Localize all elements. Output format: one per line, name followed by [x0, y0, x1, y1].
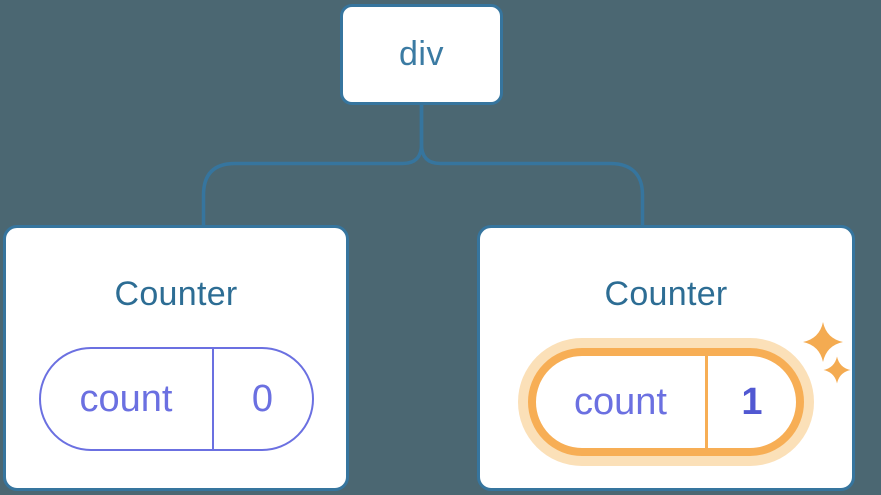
sparkle-large-icon: [803, 322, 843, 362]
state-value-right: 1: [741, 380, 763, 423]
state-key-left: count: [41, 349, 214, 449]
component-title-left: Counter: [114, 275, 238, 313]
connector-branch-right: [419, 103, 645, 227]
state-value-left: 0: [251, 377, 274, 420]
root-node-label: div: [399, 35, 444, 73]
root-node-div: div: [340, 4, 503, 105]
counter-card-left: Counter count 0: [3, 225, 349, 491]
state-key-right: count: [536, 356, 708, 448]
connector-branch-left: [201, 103, 424, 227]
counter-card-right: Counter count 1: [477, 225, 855, 491]
state-pill-right-highlighted: count 1: [528, 348, 804, 456]
sparkles-icon: [803, 322, 851, 384]
sparkle-small-icon: [823, 356, 851, 384]
component-title-right: Counter: [604, 275, 728, 313]
state-pill-left: count 0: [38, 347, 314, 451]
